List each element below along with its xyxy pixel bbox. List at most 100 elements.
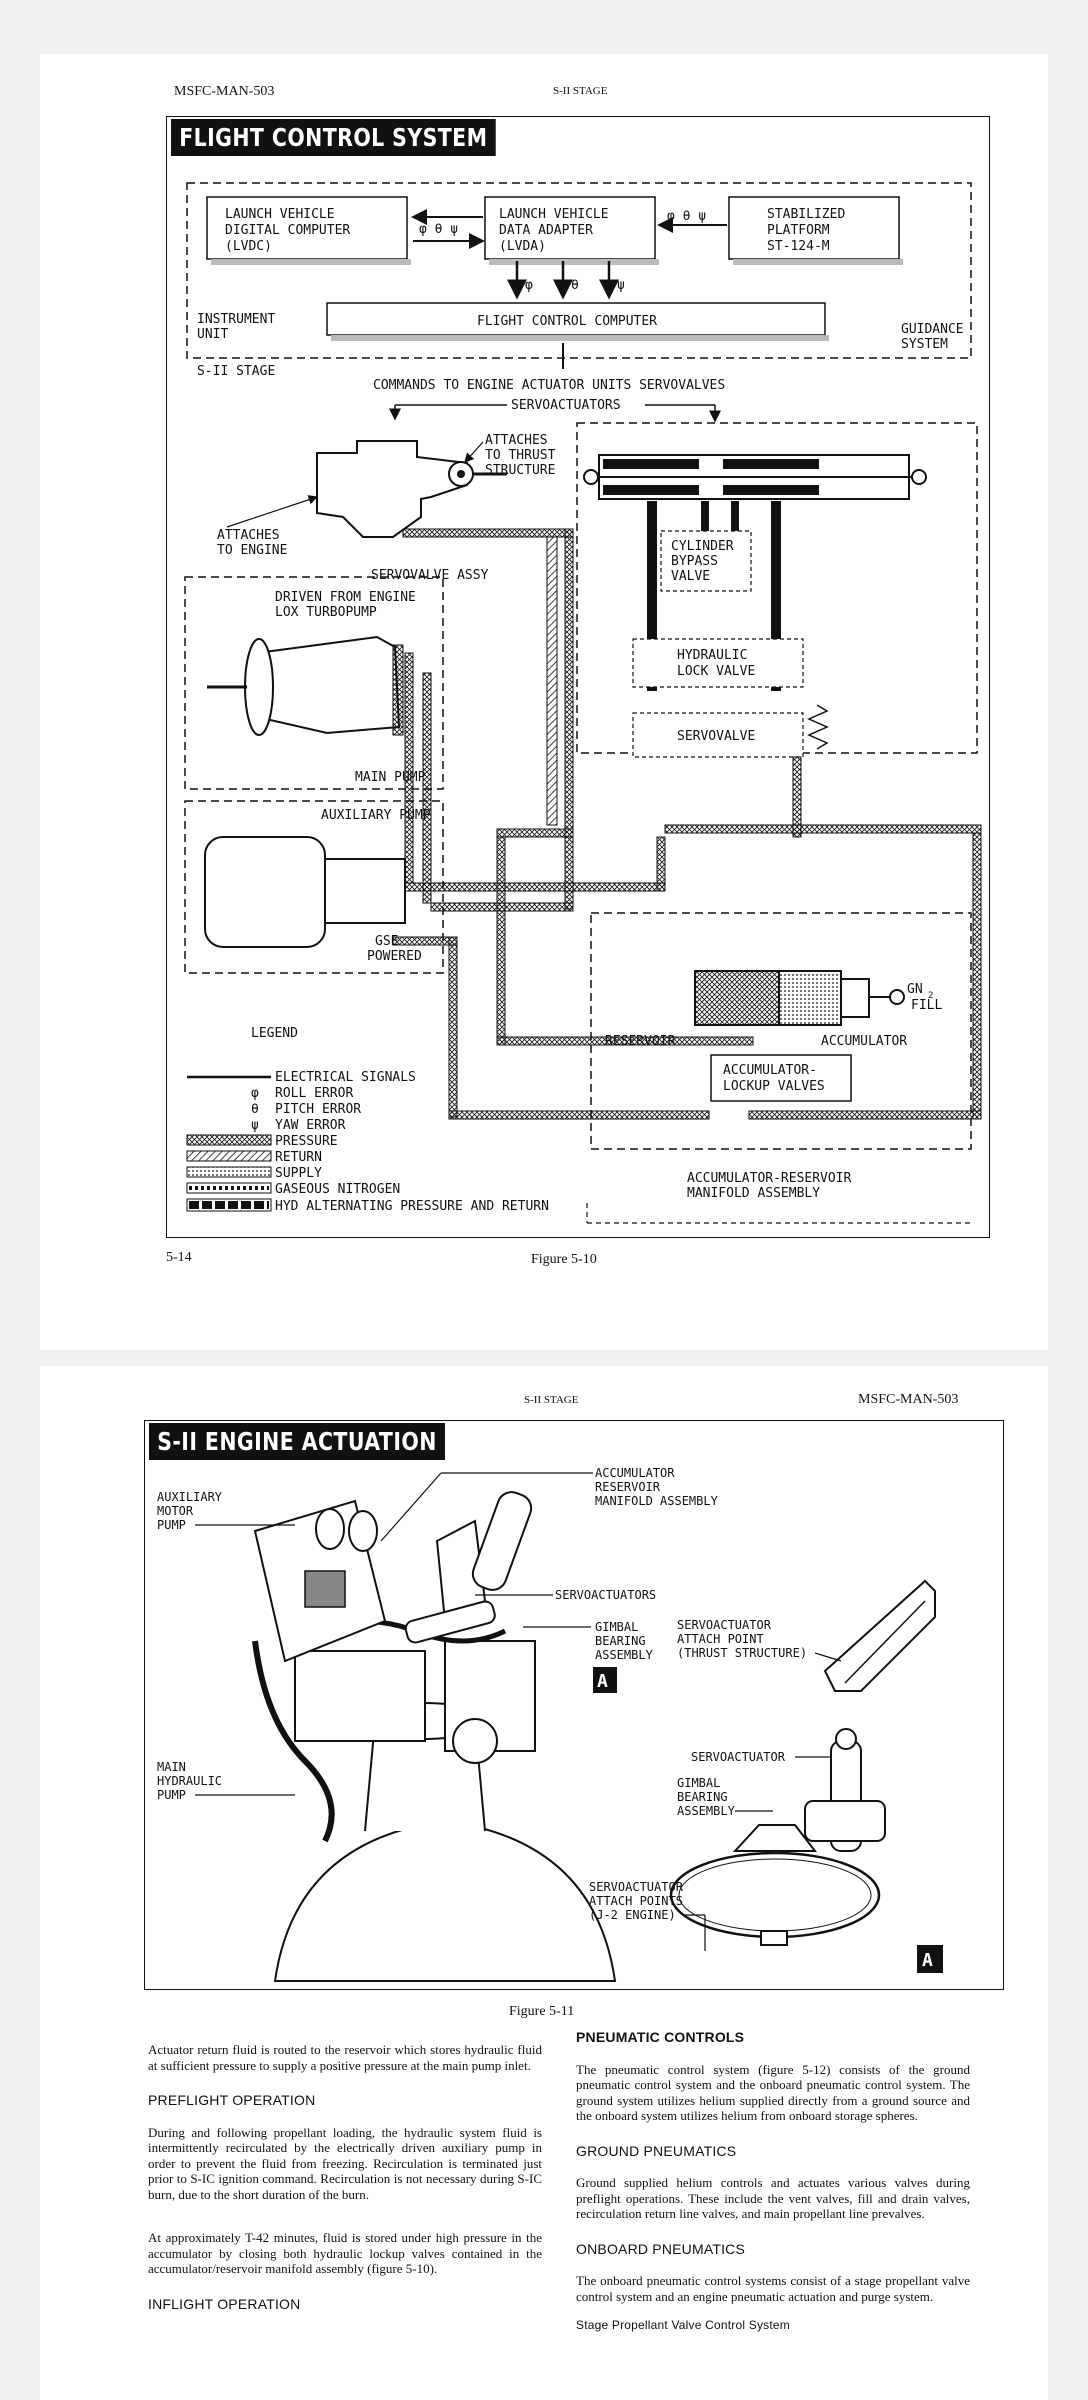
instrument-unit-label: INSTRUMENT bbox=[197, 312, 275, 327]
gimbal-ring bbox=[671, 1853, 879, 1937]
servo-attach-thrust-label: ATTACH POINT bbox=[677, 1632, 764, 1646]
paragraph: At approximately T-42 minutes, fluid is … bbox=[148, 2230, 542, 2277]
document-page-1: MSFC-MAN-503 S-II STAGE FLIGHT CONTROL S… bbox=[40, 54, 1048, 1350]
thrust-attach-bracket bbox=[825, 1581, 935, 1691]
lvda-label-1: LAUNCH VEHICLE bbox=[499, 207, 609, 222]
page-header-right: MSFC-MAN-503 bbox=[858, 1392, 958, 1408]
figure-caption: Figure 5-10 bbox=[531, 1252, 597, 1268]
platform-label-1: STABILIZED bbox=[767, 207, 845, 222]
paragraph: Ground supplied helium controls and actu… bbox=[576, 2175, 970, 2222]
legend-alternating: HYD ALTERNATING PRESSURE AND RETURN bbox=[275, 1199, 549, 1214]
servoactuators-label: SERVOACTUATORS bbox=[555, 1588, 656, 1602]
page-header-center: S-II STAGE bbox=[524, 1394, 578, 1406]
acc-lockup-label: ACCUMULATOR- bbox=[723, 1063, 817, 1078]
legend-alternating-swatch bbox=[187, 1199, 271, 1211]
legend-pressure: PRESSURE bbox=[275, 1134, 338, 1149]
legend-electrical: ELECTRICAL SIGNALS bbox=[275, 1070, 416, 1085]
gimbal-bearing-label: GIMBAL bbox=[595, 1620, 638, 1634]
servovalve-assy-label: SERVOVALVE ASSY bbox=[371, 568, 489, 583]
attaches-thrust-label: ATTACHES bbox=[485, 433, 548, 448]
left-text-column: Actuator return fluid is routed to the r… bbox=[148, 2042, 542, 2328]
paragraph: Actuator return fluid is routed to the r… bbox=[148, 2042, 542, 2073]
acc-lockup-label: LOCKUP VALVES bbox=[723, 1079, 825, 1094]
document-page-2: S-II STAGE MSFC-MAN-503 S-II ENGINE ACTU… bbox=[40, 1366, 1048, 2400]
engine-actuation-illustration: AUXILIARY MOTOR PUMP ACCUMULATOR RESERVO… bbox=[145, 1421, 1003, 1989]
lvdc-label-3: (LVDC) bbox=[225, 239, 272, 254]
paragraph: During and following propellant loading,… bbox=[148, 2125, 542, 2203]
cylinder-bypass-label: BYPASS bbox=[671, 554, 718, 569]
guidance-label: SYSTEM bbox=[901, 337, 948, 352]
section-heading-ground-pneumatics: GROUND PNEUMATICS bbox=[576, 2144, 970, 2160]
legend-return: RETURN bbox=[275, 1150, 322, 1165]
platform-label-2: PLATFORM bbox=[767, 223, 830, 238]
servo-attach-thrust-label: (THRUST STRUCTURE) bbox=[677, 1646, 807, 1660]
lvda-label-3: (LVDA) bbox=[499, 239, 546, 254]
legend-yaw: YAW ERROR bbox=[275, 1118, 346, 1133]
legend-roll: ROLL ERROR bbox=[275, 1086, 353, 1101]
aux-motor-pump-label: MOTOR bbox=[157, 1504, 194, 1518]
hydraulic-lines bbox=[393, 529, 981, 1119]
main-hyd-pump-label: PUMP bbox=[157, 1788, 186, 1802]
theta-symbol: θ bbox=[571, 278, 579, 293]
gimbal-bearing-label: ASSEMBLY bbox=[595, 1648, 654, 1662]
driven-from-label: LOX TURBOPUMP bbox=[275, 605, 377, 620]
attaches-thrust-label: STRUCTURE bbox=[485, 463, 555, 478]
servoactuators-label: SERVOACTUATORS bbox=[511, 398, 621, 413]
page-number: 5-14 bbox=[166, 1250, 192, 1266]
subsection-heading: Stage Propellant Valve Control System bbox=[576, 2318, 970, 2334]
reservoir-piston bbox=[695, 971, 779, 1025]
acc-res-manifold-label: RESERVOIR bbox=[595, 1480, 661, 1494]
servo-attach-j2-label: ATTACH POINTS bbox=[589, 1894, 683, 1908]
aux-pump-label: AUXILIARY PUMP bbox=[321, 808, 431, 823]
acc-res-manifold-label: MANIFOLD ASSEMBLY bbox=[687, 1186, 820, 1201]
driven-from-label: DRIVEN FROM ENGINE bbox=[275, 590, 416, 605]
aux-motor-pump-label: PUMP bbox=[157, 1518, 186, 1532]
servoactuator-label: SERVOACTUATOR bbox=[691, 1750, 786, 1764]
main-pump-drawing bbox=[257, 637, 399, 733]
section-heading-inflight: INFLIGHT OPERATION bbox=[148, 2297, 542, 2313]
acc-res-manifold-label: MANIFOLD ASSEMBLY bbox=[595, 1494, 719, 1508]
figure-engine-actuation: S-II ENGINE ACTUATION AUXILIARY MOTOR PU… bbox=[144, 1420, 1004, 1990]
instrument-unit-label: UNIT bbox=[197, 327, 228, 342]
legend-pitch: PITCH ERROR bbox=[275, 1102, 361, 1117]
hyd-lock-label: LOCK VALVE bbox=[677, 664, 755, 679]
attaches-engine-label: ATTACHES bbox=[217, 528, 280, 543]
servo-attach-thrust-label: SERVOACTUATOR bbox=[677, 1618, 772, 1632]
gse-label: POWERED bbox=[367, 949, 422, 964]
main-pump-label: MAIN PUMP bbox=[355, 770, 426, 785]
lvda-label-2: DATA ADAPTER bbox=[499, 223, 593, 238]
accumulator-label: ACCUMULATOR bbox=[821, 1034, 907, 1049]
cylinder-bypass-label: CYLINDER bbox=[671, 539, 734, 554]
servovalve-label: SERVOVALVE bbox=[677, 729, 755, 744]
attaches-engine-label: TO ENGINE bbox=[217, 543, 287, 558]
s2-stage-label: S-II STAGE bbox=[197, 364, 275, 379]
lvdc-label-1: LAUNCH VEHICLE bbox=[225, 207, 335, 222]
commands-label: COMMANDS TO ENGINE ACTUATOR UNITS SERVOV… bbox=[373, 378, 725, 393]
acc-lockup-box bbox=[711, 1055, 851, 1101]
gimbal-bearing-2-label: GIMBAL bbox=[677, 1776, 720, 1790]
gn2-fill-label: FILL bbox=[911, 998, 942, 1013]
detail-a-marker: A bbox=[597, 1671, 608, 1692]
gimbal-bearing-2-label: BEARING bbox=[677, 1790, 728, 1804]
section-heading-pneumatic-controls: PNEUMATIC CONTROLS bbox=[576, 2030, 970, 2046]
section-heading-onboard-pneumatics: ONBOARD PNEUMATICS bbox=[576, 2242, 970, 2258]
platform-label-3: ST-124-M bbox=[767, 239, 830, 254]
flight-control-diagram: LAUNCH VEHICLE DIGITAL COMPUTER (LVDC) L… bbox=[167, 117, 989, 1237]
hyd-lock-label: HYDRAULIC bbox=[677, 648, 747, 663]
signal-symbols: φ θ ψ bbox=[419, 222, 458, 237]
hydraulic-lock-valve bbox=[633, 639, 803, 687]
main-hyd-pump-label: MAIN bbox=[157, 1760, 186, 1774]
legend-yaw-symbol: ψ bbox=[251, 1118, 259, 1133]
legend-gn2: GASEOUS NITROGEN bbox=[275, 1182, 400, 1197]
page-header-center: S-II STAGE bbox=[553, 85, 607, 97]
legend-roll-symbol: φ bbox=[251, 1086, 259, 1101]
section-heading-preflight: PREFLIGHT OPERATION bbox=[148, 2093, 542, 2109]
legend-gn2-swatch bbox=[187, 1183, 271, 1193]
figure-flight-control-system: FLIGHT CONTROL SYSTEM L bbox=[166, 116, 990, 1238]
lvdc-label-2: DIGITAL COMPUTER bbox=[225, 223, 350, 238]
detail-a-marker: A bbox=[922, 1950, 933, 1971]
guidance-label: GUIDANCE bbox=[901, 322, 964, 337]
legend-pitch-symbol: θ bbox=[251, 1102, 259, 1117]
gn2-label: GN bbox=[907, 982, 923, 997]
servoactuator-left bbox=[317, 441, 467, 537]
